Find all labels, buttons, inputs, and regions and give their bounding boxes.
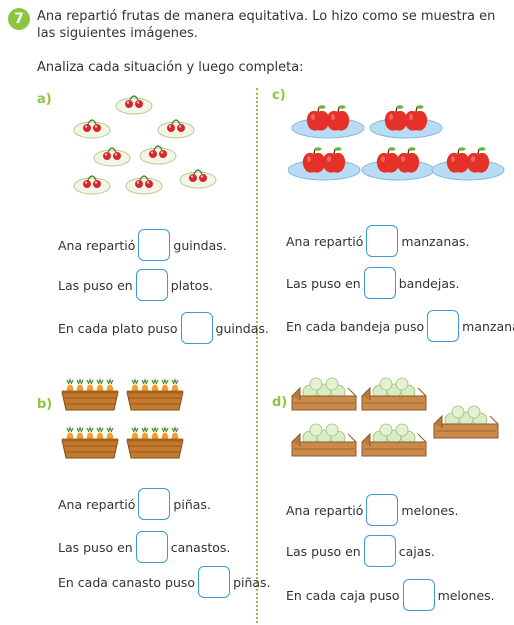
section-a-s2-text-before: Las puso en: [58, 277, 133, 293]
section-d-s3-text-before: En cada caja puso: [286, 587, 400, 603]
apples-on-trays-illustration: [288, 98, 508, 186]
section-c-answer-box-3[interactable]: [427, 310, 460, 342]
pineapples-in-baskets-illustration: [58, 374, 188, 466]
section-a-sentence-1: Ana repartió guindas.: [58, 229, 227, 261]
section-a-s1-text-before: Ana repartió: [58, 237, 136, 253]
section-c-answer-box-1[interactable]: [366, 225, 399, 257]
section-c-answer-box-2[interactable]: [363, 267, 396, 299]
section-d-s2-text-after: cajas.: [398, 543, 435, 559]
section-c-s1-text-after: manzanas.: [401, 233, 470, 249]
section-c-sentence-3: En cada bandeja puso manzanas.: [286, 310, 514, 342]
section-b-answer-box-3[interactable]: [198, 566, 231, 598]
section-a-s3-text-before: En cada plato puso: [58, 320, 178, 336]
section-a-answer-box-1[interactable]: [138, 229, 171, 261]
cherries-on-plates-illustration: [73, 95, 217, 195]
section-d-s1-text-after: melones.: [401, 502, 459, 518]
section-b-answer-box-2[interactable]: [135, 531, 168, 563]
section-a-sentence-3: En cada plato puso guindas.: [58, 312, 269, 344]
section-a-s2-text-after: platos.: [170, 277, 213, 293]
section-b-s3-text-after: piñas.: [233, 574, 271, 590]
section-b-s2-text-before: Las puso en: [58, 539, 133, 555]
section-b-s1-text-after: piñas.: [173, 496, 211, 512]
section-c-sentence-1: Ana repartió manzanas.: [286, 225, 469, 257]
exercise-instruction: Ana repartió frutas de manera equitativa…: [37, 9, 496, 41]
section-d-sentence-3: En cada caja puso melones.: [286, 579, 495, 611]
section-b-s1-text-before: Ana repartió: [58, 496, 136, 512]
exercise-prompt: Analiza cada situación y luego completa:: [37, 60, 304, 75]
section-d-answer-box-3[interactable]: [402, 579, 435, 611]
section-d-sentence-2: Las puso en cajas.: [286, 535, 435, 567]
section-b-answer-box-1[interactable]: [138, 488, 171, 520]
section-d-s2-text-before: Las puso en: [286, 543, 361, 559]
section-c-s1-text-before: Ana repartió: [286, 233, 364, 249]
section-d-s1-text-before: Ana repartió: [286, 502, 364, 518]
section-b-s3-text-before: En cada canasto puso: [58, 574, 196, 590]
section-b-sentence-1: Ana repartió piñas.: [58, 488, 211, 520]
section-d-answer-box-2[interactable]: [363, 535, 396, 567]
section-b-label: b): [37, 397, 53, 412]
section-d-label: d): [272, 395, 288, 410]
section-c-s3-text-after: manzanas.: [462, 318, 514, 334]
section-a-label: a): [37, 92, 52, 107]
section-b-sentence-2: Las puso en canastos.: [58, 531, 230, 563]
section-b-sentence-3: En cada canasto puso piñas.: [58, 566, 271, 598]
section-d-answer-box-1[interactable]: [366, 494, 399, 526]
section-a-answer-box-3[interactable]: [180, 312, 213, 344]
section-c-s3-text-before: En cada bandeja puso: [286, 318, 425, 334]
section-d-s3-text-after: melones.: [437, 587, 495, 603]
section-a-sentence-2: Las puso en platos.: [58, 269, 213, 301]
section-c-sentence-2: Las puso en bandejas.: [286, 267, 459, 299]
section-c-label: c): [272, 88, 286, 103]
section-a-s1-text-after: guindas.: [173, 237, 227, 253]
section-c-s2-text-before: Las puso en: [286, 275, 361, 291]
section-d-sentence-1: Ana repartió melones.: [286, 494, 459, 526]
section-a-answer-box-2[interactable]: [135, 269, 168, 301]
exercise-number-badge: 7: [8, 8, 30, 30]
melons-in-crates-illustration: [291, 377, 499, 457]
section-c-s2-text-after: bandejas.: [398, 275, 460, 291]
column-divider: [256, 88, 258, 623]
section-a-s3-text-after: guindas.: [215, 320, 269, 336]
section-b-s2-text-after: canastos.: [170, 539, 231, 555]
